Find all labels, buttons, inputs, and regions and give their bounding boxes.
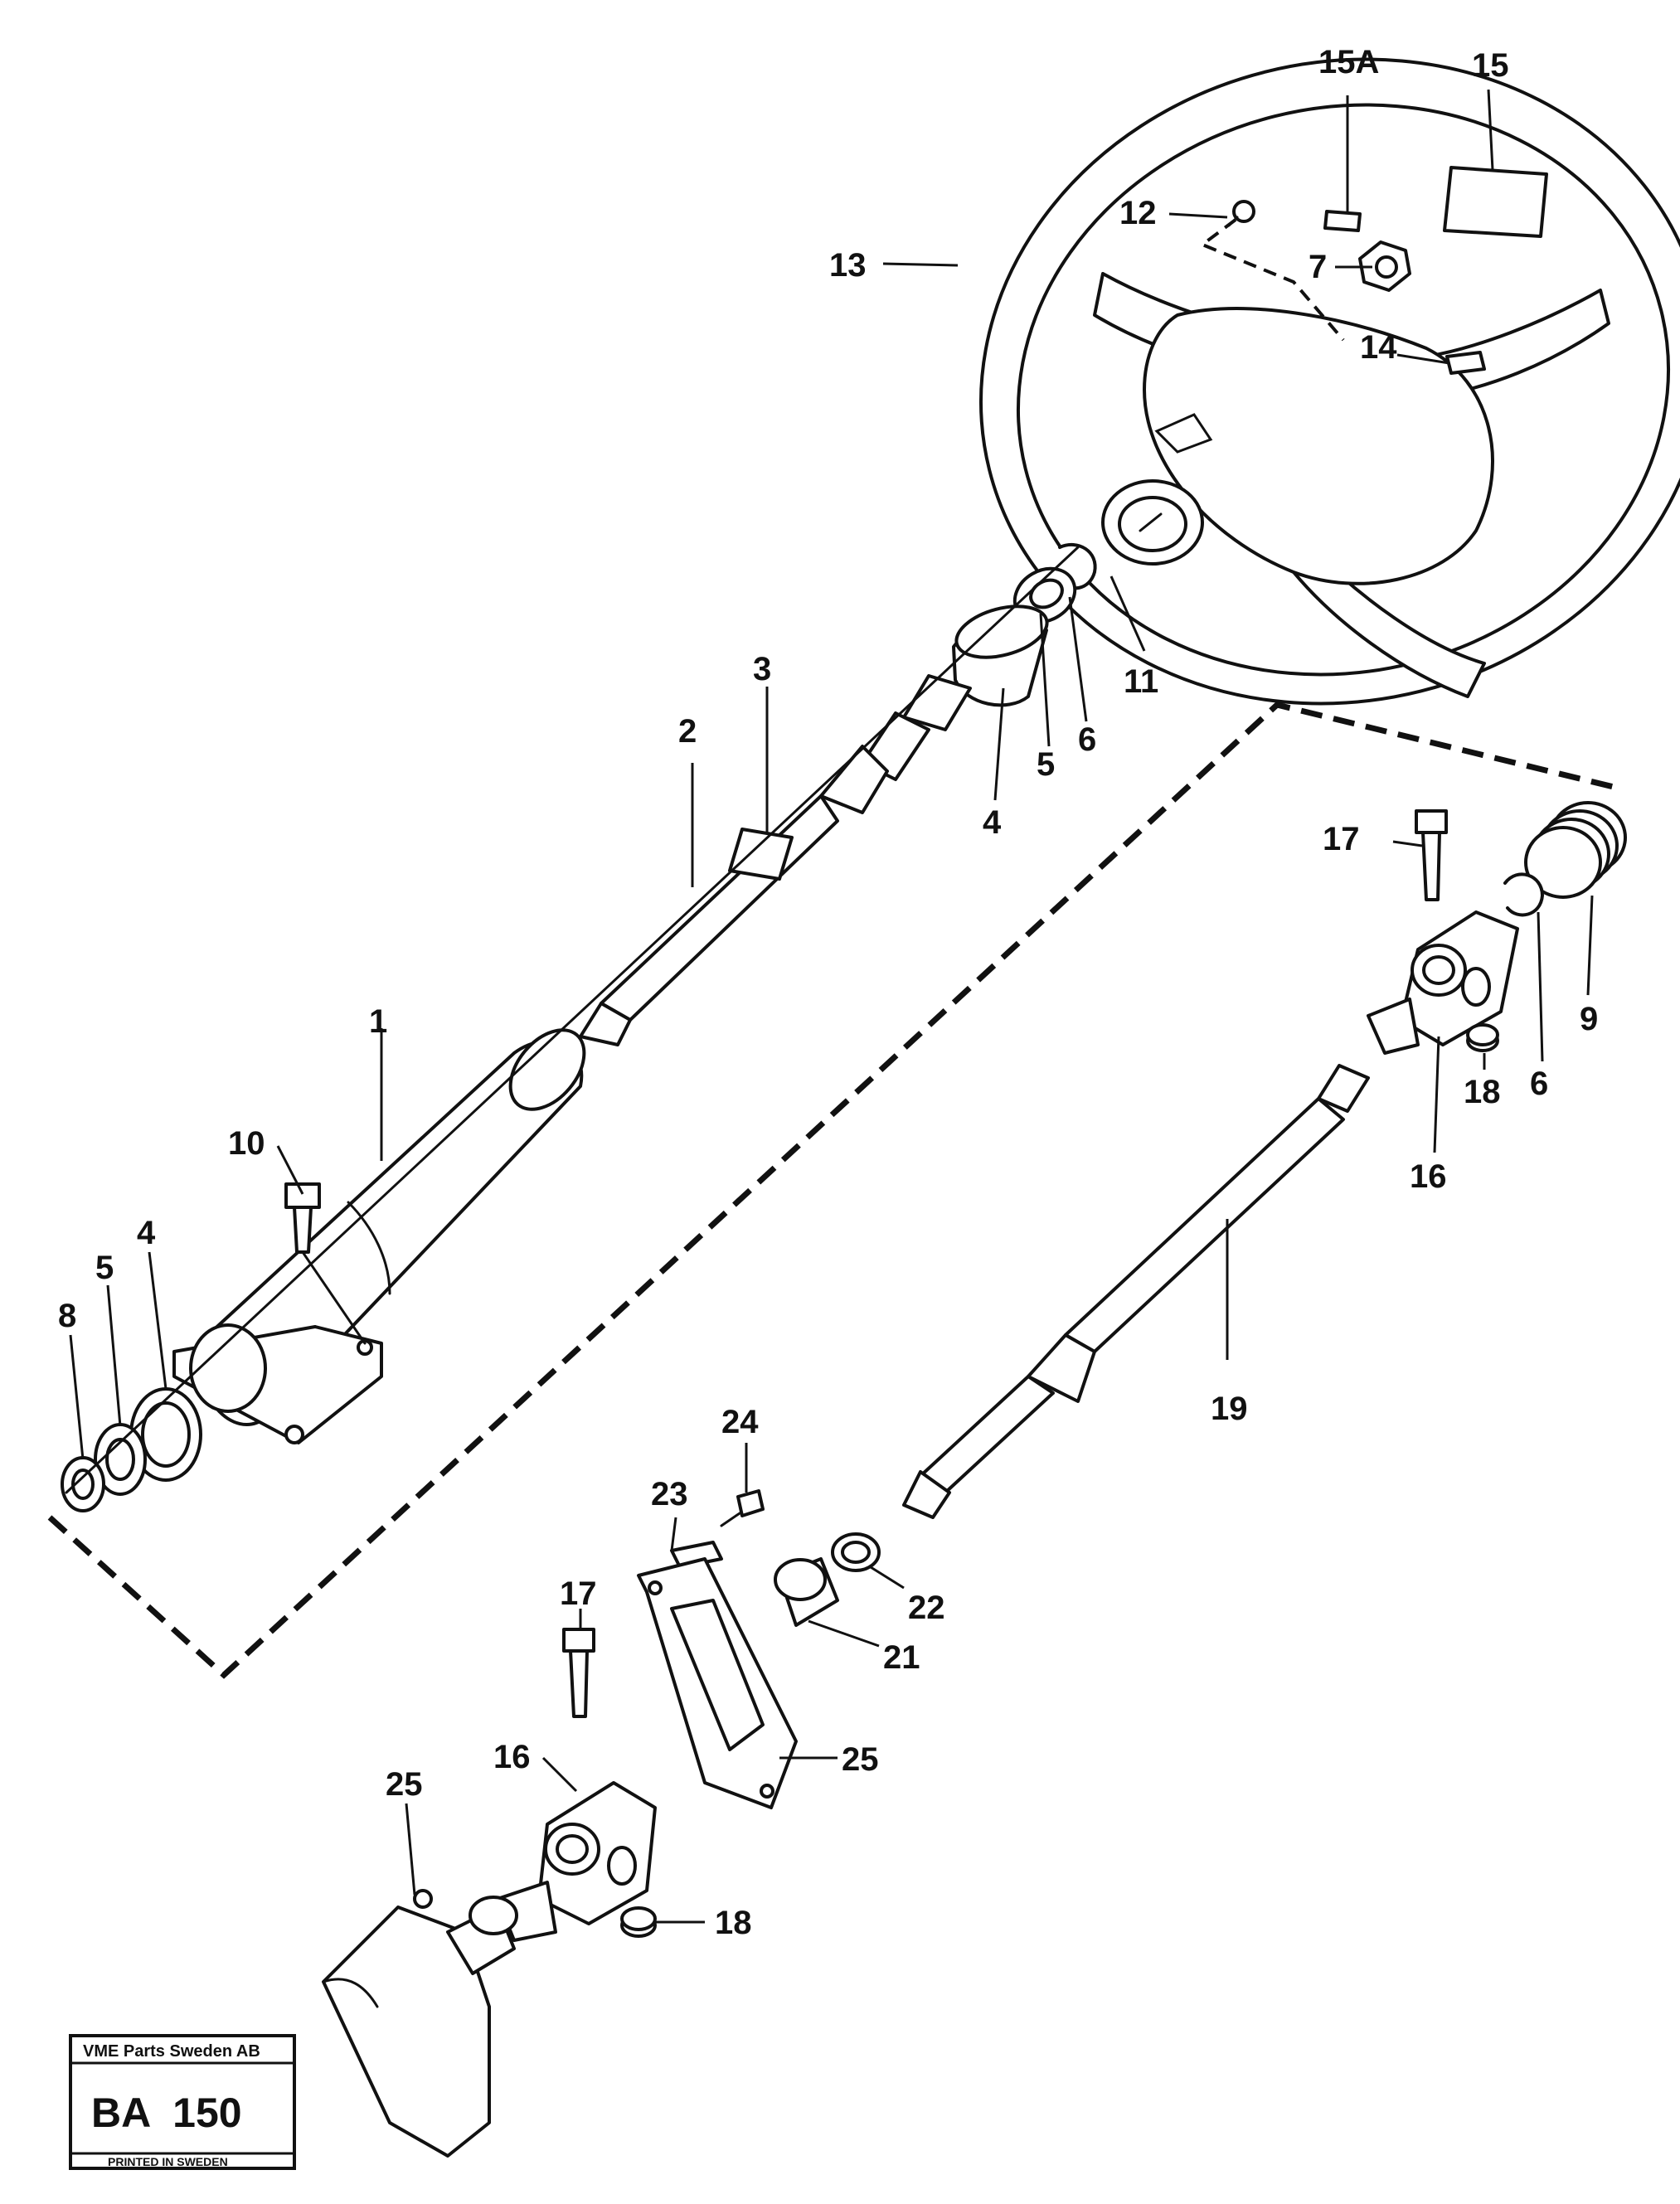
column-tube-1 <box>172 1028 586 1444</box>
callout-8: 8 <box>58 1298 76 1334</box>
circlip-6-lower <box>1503 872 1544 917</box>
seal-22 <box>831 1532 881 1572</box>
callout-12: 12 <box>1119 195 1157 231</box>
callout-17-lower: 17 <box>560 1575 597 1612</box>
leader-lines <box>69 89 1594 1924</box>
plate-14 <box>1445 351 1486 375</box>
assembly-path-wheel-hub <box>1198 218 1345 342</box>
callout-16-lower: 16 <box>493 1739 531 1775</box>
seal-8 <box>61 1456 105 1512</box>
callouts: 13 12 15A 15 7 14 11 6 5 4 3 2 1 10 4 5 … <box>58 44 1598 1941</box>
callout-2: 2 <box>678 713 697 750</box>
stamp-company: VME Parts Sweden AB <box>83 2042 260 2061</box>
callout-25-right: 25 <box>842 1741 879 1778</box>
callout-6-upper: 6 <box>1078 721 1096 758</box>
bolt-10 <box>284 1182 321 1254</box>
callout-16-upper: 16 <box>1410 1158 1447 1195</box>
universal-joint-16-lower <box>496 1781 657 1942</box>
callout-7: 7 <box>1309 249 1327 285</box>
callout-4-upper: 4 <box>983 804 1002 841</box>
callout-23: 23 <box>651 1476 688 1512</box>
sleeve-4-upper <box>952 604 1049 707</box>
upper-shaft-2 <box>579 674 972 1046</box>
callout-17-upper: 17 <box>1323 821 1360 857</box>
nut-7 <box>1358 240 1411 292</box>
universal-joint-16-upper <box>1367 910 1519 1055</box>
callout-18-upper: 18 <box>1464 1074 1501 1110</box>
assembly-path-loop <box>47 701 1618 1679</box>
callout-5-upper: 5 <box>1037 746 1055 783</box>
callout-6-lower: 6 <box>1530 1066 1548 1102</box>
callout-15a: 15A <box>1318 44 1379 80</box>
callout-10: 10 <box>228 1125 265 1162</box>
emblem-15a <box>1323 210 1362 232</box>
assembly-axis <box>65 546 1080 1494</box>
stamp-code: BA 150 <box>91 2090 242 2136</box>
bolt-17-upper <box>1415 809 1448 901</box>
callout-11: 11 <box>1124 663 1158 700</box>
callout-13: 13 <box>829 247 867 284</box>
boot-21 <box>774 1557 839 1627</box>
sleeve-4-lower <box>129 1387 202 1482</box>
callout-21: 21 <box>883 1639 920 1676</box>
callout-15: 15 <box>1472 47 1509 84</box>
nameplate-15 <box>1443 166 1548 238</box>
callout-19: 19 <box>1211 1391 1248 1427</box>
nut-18-upper <box>1466 1023 1499 1052</box>
callout-18-lower: 18 <box>715 1905 752 1941</box>
intermediate-shaft-19 <box>902 1064 1370 1519</box>
stamp-footer: PRINTED IN SWEDEN <box>108 2155 228 2168</box>
callout-3: 3 <box>753 651 771 687</box>
bolt-17-lower <box>562 1628 595 1718</box>
screw-12 <box>1227 200 1255 227</box>
document-stamp: VME Parts Sweden AB BA 150 PRINTED IN SW… <box>69 2034 296 2170</box>
callout-5-lower: 5 <box>95 1250 114 1286</box>
steering-gear-25 <box>322 1889 518 2158</box>
spring-9 <box>1524 801 1627 899</box>
callout-9: 9 <box>1580 1001 1598 1037</box>
callout-14: 14 <box>1360 329 1397 366</box>
callout-1: 1 <box>369 1003 387 1040</box>
callout-22: 22 <box>908 1590 945 1626</box>
callout-4-lower: 4 <box>137 1215 156 1251</box>
screw-24 <box>720 1489 765 1527</box>
bolt-10-path <box>301 1250 367 1345</box>
nut-18-lower <box>620 1906 657 1938</box>
callout-24: 24 <box>721 1404 759 1440</box>
mounting-plate-25 <box>637 1557 798 1809</box>
callout-25-left: 25 <box>386 1766 423 1803</box>
bracket-23 <box>670 1541 723 1569</box>
